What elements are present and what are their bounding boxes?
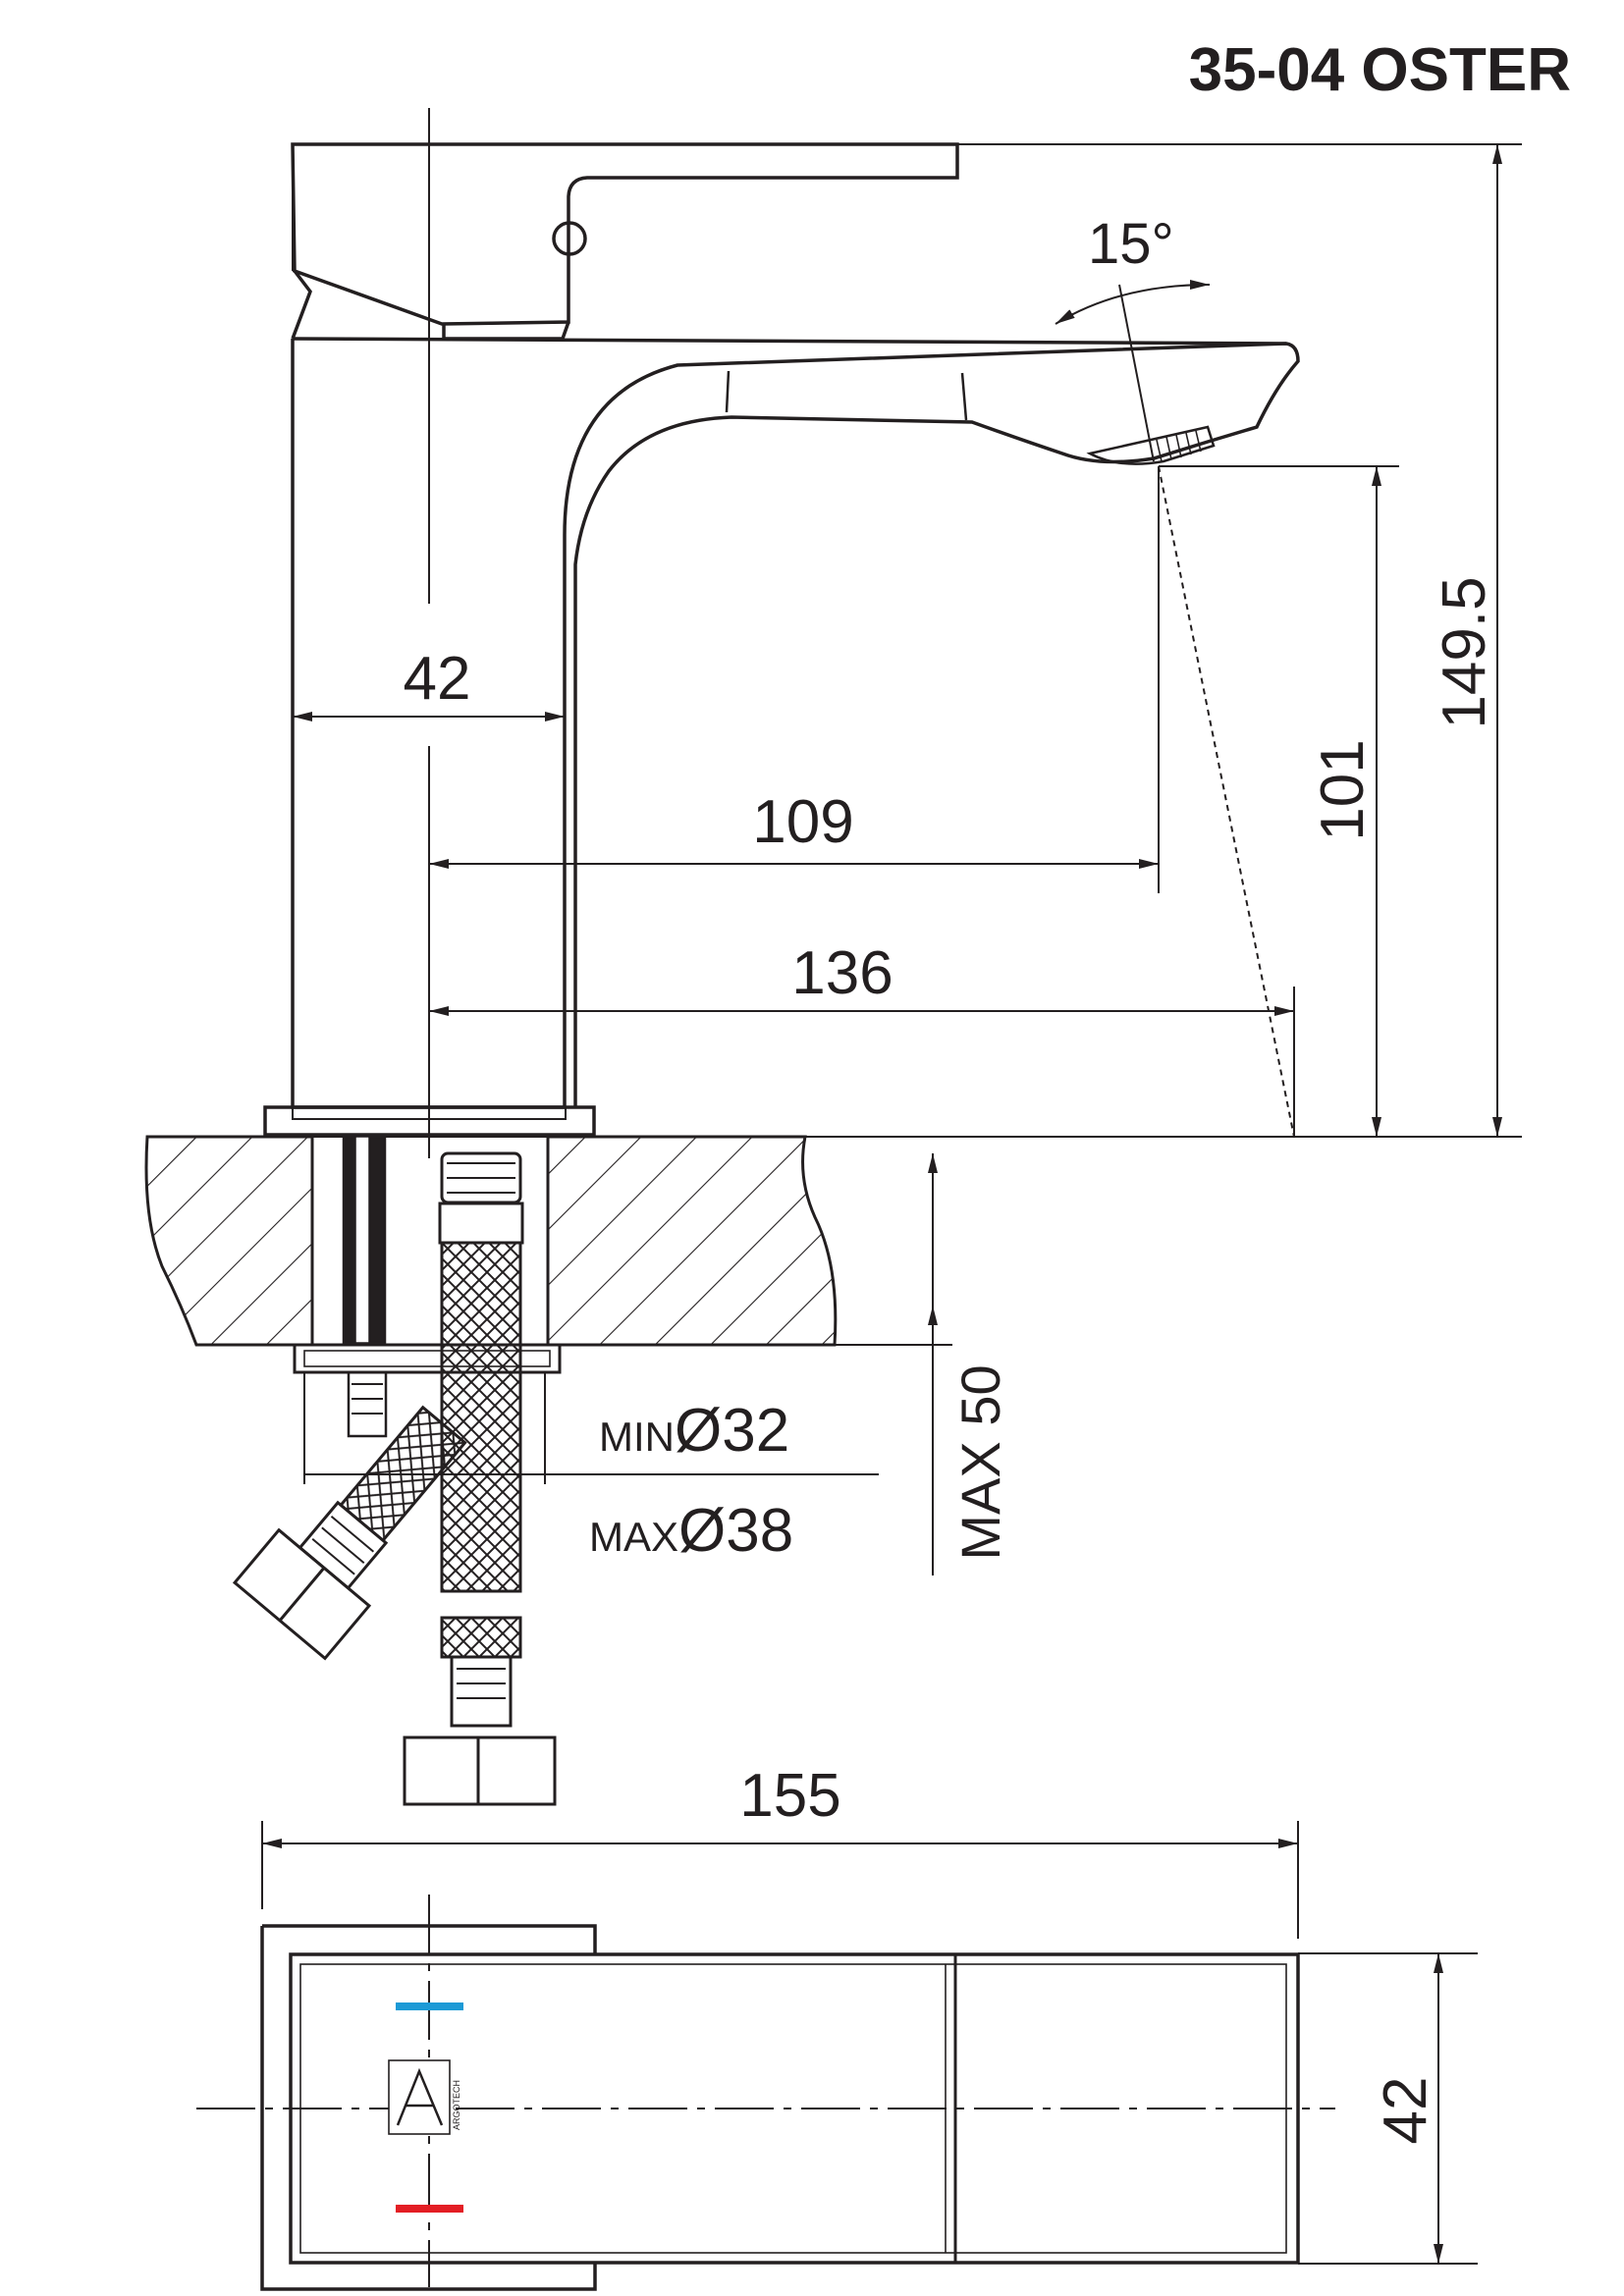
countertop-section — [144, 1135, 1512, 1347]
dim-arc-angle — [1055, 280, 1211, 325]
supply-hose-straight — [403, 1151, 557, 1806]
aerator — [1086, 425, 1216, 465]
label-handle-angle: 15° — [1088, 212, 1174, 276]
label-total-height: 149.5 — [1431, 576, 1498, 728]
spout-slot — [725, 370, 968, 421]
label-hole-min: MINØ32 — [599, 1397, 789, 1465]
label-hole-max: MAXØ38 — [589, 1497, 793, 1565]
handle-pivot — [552, 221, 587, 256]
dimension-lines — [261, 143, 1522, 2265]
mounting-stud — [342, 1135, 388, 1438]
brand-logo-text: ARGOTECH — [452, 2080, 461, 2130]
top-handle-outline — [260, 1924, 597, 2291]
label-spout-height: 101 — [1309, 739, 1377, 840]
dimension-labels: 15° 149.5 101 42 109 136 MAX 50 155 42 M… — [404, 212, 1498, 2144]
body-top-edge — [292, 337, 1287, 346]
label-top-length: 155 — [739, 1762, 840, 1830]
water-stream — [1158, 465, 1295, 1138]
handle-lever — [291, 142, 959, 326]
countertop-left — [144, 1135, 314, 1347]
label-body-width: 42 — [404, 645, 471, 713]
label-spout-reach: 109 — [752, 788, 853, 856]
faucet-side-view — [263, 142, 1300, 1137]
label-max-thickness: MAX 50 — [949, 1364, 1011, 1560]
faucet-top-view — [196, 1895, 1335, 2291]
handle-collar — [291, 269, 570, 341]
countertop-right — [546, 1135, 838, 1347]
handle-lever-inner — [292, 153, 295, 272]
label-top-width: 42 — [1372, 2077, 1439, 2145]
label-spout-outer: 136 — [791, 939, 893, 1007]
brand-logo: ARGOTECH — [388, 2059, 461, 2135]
model-title: 35-04 OSTER — [1189, 36, 1571, 104]
